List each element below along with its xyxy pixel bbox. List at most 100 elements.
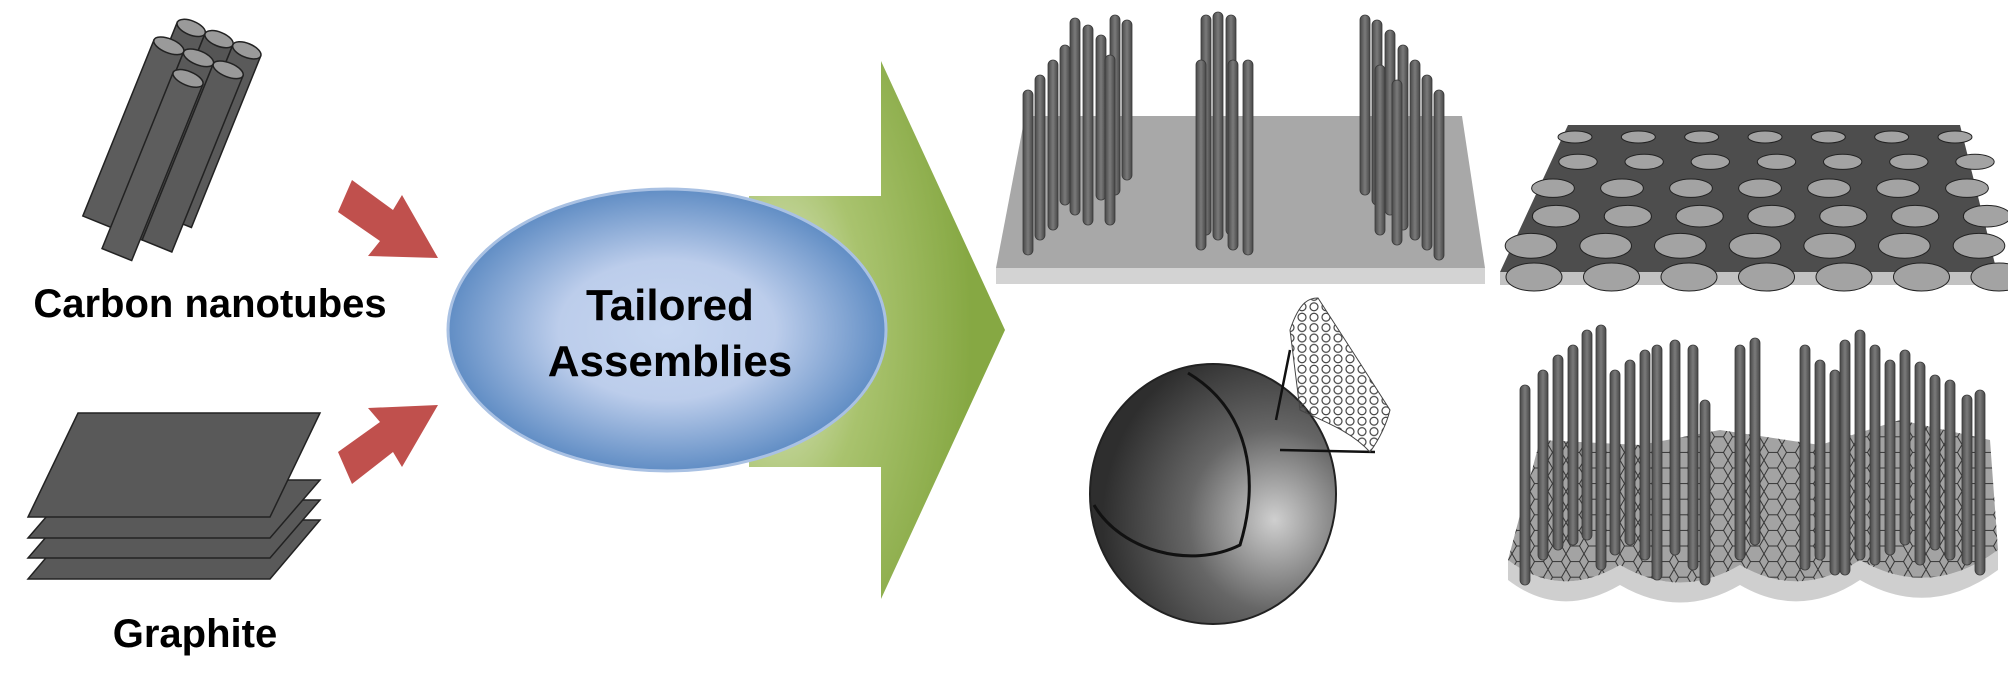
nanotube-pillar <box>1699 399 1711 586</box>
nanotube-pillar <box>1609 369 1621 556</box>
nanotube-pillar <box>1059 44 1071 206</box>
pore <box>1876 178 1920 198</box>
nanotube-pillar <box>1669 339 1681 556</box>
input-arrow-icon <box>338 180 438 484</box>
cnt-array-panel <box>996 11 1485 284</box>
pore <box>1505 262 1563 292</box>
pore <box>1684 130 1720 144</box>
tailored-assemblies-line1: Tailored <box>586 281 754 330</box>
pore <box>1747 204 1796 228</box>
nanotube-pillar <box>1581 329 1593 541</box>
pore <box>1603 204 1652 228</box>
pore <box>1878 232 1931 259</box>
pore <box>1620 130 1656 144</box>
nanotube-pillar <box>1212 11 1224 241</box>
nanotube-bundle-icon <box>81 18 262 262</box>
pore <box>1756 153 1797 170</box>
nanotube-pillar <box>1961 394 1973 566</box>
pore <box>1970 262 2008 292</box>
tailored-assemblies-label: Tailored Assemblies <box>480 278 860 390</box>
nanotube-pillar <box>1884 359 1896 556</box>
nanotube-pillar <box>1567 344 1579 546</box>
pore <box>1810 130 1846 144</box>
nanotube-pillar <box>1519 384 1531 586</box>
pore <box>1600 178 1644 198</box>
pore <box>1952 232 2006 259</box>
pore <box>1937 130 1973 144</box>
nanotube-pillar <box>1839 339 1851 576</box>
pore <box>1962 204 2008 228</box>
pore <box>1654 232 1707 259</box>
nanotube-pillar <box>1595 324 1607 571</box>
pore <box>1747 130 1783 144</box>
nanotube-pillar <box>1421 74 1433 251</box>
nanotube-pillar <box>1687 344 1699 571</box>
pore <box>1889 153 1929 170</box>
carbon-nanotubes-label: Carbon nanotubes <box>33 282 387 326</box>
pore <box>1557 130 1593 144</box>
pore <box>1819 204 1868 228</box>
nanotube-pillar <box>1734 344 1746 561</box>
pore <box>1690 153 1731 170</box>
nanotube-pillar <box>1829 369 1841 576</box>
pore <box>1955 153 1995 170</box>
pore <box>1504 232 1558 259</box>
nanotube-pillar <box>1799 344 1811 571</box>
nanotube-pillar <box>1433 89 1445 261</box>
pore <box>1874 130 1910 144</box>
nanotube-pillar <box>1022 89 1034 256</box>
pore <box>1531 178 1575 198</box>
nanotube-pillar <box>1624 359 1636 546</box>
cnt-graphene-panel <box>1508 324 1998 603</box>
pore <box>1728 232 1782 259</box>
nanotube-pillar <box>1552 354 1564 551</box>
pore <box>1558 153 1598 170</box>
nanotube-pillar <box>1359 14 1371 196</box>
nanotube-pillar <box>1929 374 1941 551</box>
pore <box>1807 178 1851 198</box>
pore <box>1531 204 1581 228</box>
pore <box>1669 178 1713 198</box>
tailored-assemblies-ellipse <box>446 187 888 473</box>
tailored-assemblies-line2: Assemblies <box>547 337 793 386</box>
nanotube-pillar <box>1639 349 1651 561</box>
nanotube-pillar <box>1082 24 1094 226</box>
nanotube-pillar <box>1391 79 1403 246</box>
nanotube-pillar <box>1749 337 1761 546</box>
pore <box>1583 262 1640 292</box>
pore <box>1738 262 1795 292</box>
nanotube-pillar <box>1069 17 1081 216</box>
pore <box>1945 178 1989 198</box>
nanotube-pillar <box>1944 379 1956 561</box>
nanotube-pillar <box>1869 344 1881 566</box>
pore <box>1891 204 1940 228</box>
nanotube-pillar <box>1227 59 1239 251</box>
nanotube-pillar <box>1651 344 1663 581</box>
honeycomb-film-panel <box>1500 125 2008 292</box>
nanotube-pillar <box>1034 74 1046 241</box>
nanotube-pillar <box>1814 359 1826 561</box>
nanotube-pillar <box>1242 59 1254 256</box>
graphite-stack-icon <box>26 412 322 580</box>
pore <box>1579 232 1632 259</box>
nanotube-pillar <box>1047 59 1059 231</box>
nanotube-pillar <box>1121 19 1133 181</box>
nanotube-pillar <box>1899 349 1911 546</box>
nanotube-pillar <box>1974 389 1986 576</box>
pore <box>1738 178 1782 198</box>
nanotube-pillar <box>1104 54 1116 226</box>
nanotube-pillar <box>1374 64 1386 236</box>
pore <box>1815 262 1873 292</box>
pore <box>1624 153 1664 170</box>
pore <box>1893 262 1950 292</box>
pore <box>1822 153 1863 170</box>
nanotube-pillar <box>1195 59 1207 251</box>
nanotube-pillar <box>1537 369 1549 561</box>
pore <box>1803 232 1856 259</box>
nanotube-pillar <box>1914 361 1926 566</box>
nanotube-pillar <box>1095 34 1107 201</box>
graphite-label: Graphite <box>112 612 278 656</box>
nanotube-pillar <box>1854 329 1866 561</box>
